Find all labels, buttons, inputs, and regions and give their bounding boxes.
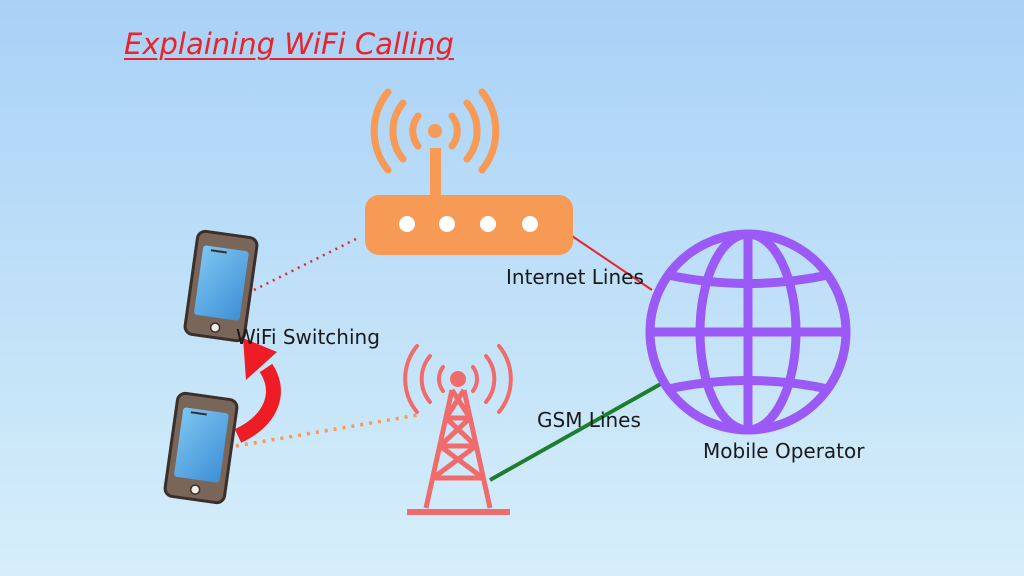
internet-lines-label: Internet Lines [506, 265, 644, 289]
globe-icon [645, 229, 851, 435]
gsm-lines-label: GSM Lines [537, 408, 641, 432]
gsm-line [489, 379, 667, 482]
smartphone-icon-upper [183, 229, 259, 343]
mobile-operator-label: Mobile Operator [703, 439, 865, 463]
cell-tower-icon [403, 344, 513, 515]
smartphone-icon-lower [163, 391, 239, 505]
wifi-switching-label: WiFi Switching [236, 325, 380, 349]
internet-line [571, 235, 653, 291]
curved-arrow-icon [234, 338, 281, 443]
wifi-link-dotted [253, 236, 359, 292]
diagram-title: Explaining WiFi Calling [124, 27, 454, 61]
cellular-link-dotted [235, 413, 419, 448]
router-icon [365, 88, 573, 255]
